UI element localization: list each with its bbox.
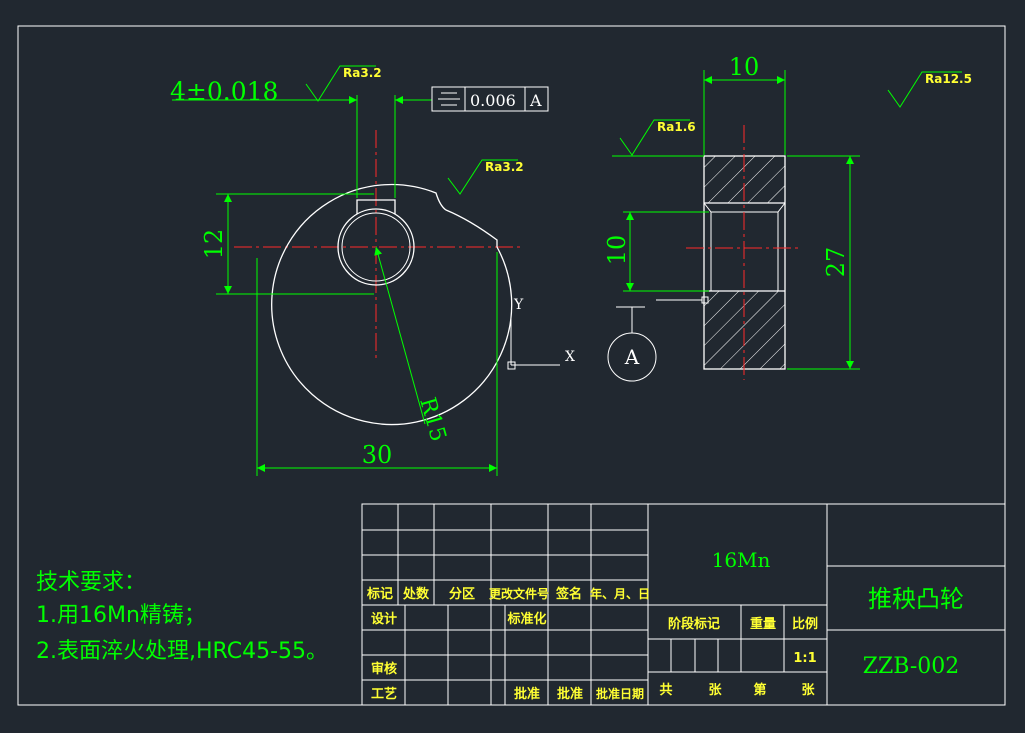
- tb-sheet-unit-2: 张: [801, 683, 815, 698]
- bore-inner-circle: [341, 212, 411, 282]
- bore-dim-text: 10: [603, 235, 631, 266]
- thickness-dim-text: 10: [729, 53, 760, 81]
- symmetry-icon: [438, 92, 460, 106]
- datum-label: A: [624, 345, 640, 369]
- ucs-icon: Y X: [507, 297, 575, 370]
- tb-approve-2: 批准: [557, 686, 583, 702]
- ra-general-symbol: [887, 71, 962, 108]
- ra-side-text: Ra3.2: [485, 160, 524, 174]
- tech-item-2: 2.表面淬火处理,HRC45-55。: [36, 639, 328, 664]
- ra-left-symbol: [619, 119, 690, 156]
- ra-side-symbol: [447, 159, 518, 195]
- tb-scale-value: 1:1: [793, 651, 816, 666]
- tech-heading: 技术要求：: [36, 570, 146, 595]
- tb-sheet-unit-1: 张: [708, 683, 722, 698]
- tb-part-name: 推秧凸轮: [868, 585, 964, 613]
- keyway: [356, 199, 396, 214]
- tb-process: 工艺: [371, 686, 397, 702]
- tb-weight: 重量: [750, 616, 776, 632]
- tb-material: 16Mn: [712, 548, 771, 572]
- tb-header-3: 分区: [449, 586, 475, 602]
- tb-review: 审核: [371, 661, 397, 677]
- tb-approve-1: 批准: [514, 686, 540, 702]
- tolerance-datum: A: [529, 91, 542, 110]
- outer-dim-text: 27: [822, 247, 850, 278]
- tech-requirements: 技术要求： 1.用16Mn精铸； 2.表面淬火处理,HRC45-55。: [36, 570, 328, 664]
- front-view: 4±0.018 Ra3.2 0.006 A Ra3.2 12 30 R: [170, 65, 549, 476]
- cam-outline: [271, 183, 513, 426]
- tech-item-1: 1.用16Mn精铸；: [36, 603, 206, 628]
- tb-approve-date: 批准日期: [596, 686, 644, 701]
- tb-header-1: 标记: [366, 586, 393, 602]
- ucs-y-label: Y: [513, 297, 524, 313]
- side-view: 10 10 27 Ra1.6 Ra12.5 A: [603, 53, 972, 382]
- ra-general-text: Ra12.5: [925, 72, 972, 86]
- tb-header-6: 年、月、日: [590, 586, 650, 601]
- tb-stage-mark: 阶段标记: [668, 616, 720, 632]
- tolerance-frame: [431, 86, 549, 112]
- radius-dim-text: R15: [414, 395, 450, 445]
- ra-top-symbol: [305, 65, 376, 102]
- tb-header-2: 处数: [402, 586, 430, 602]
- ra-left-text: Ra1.6: [657, 120, 696, 134]
- ra-top-text: Ra3.2: [343, 66, 382, 80]
- width-dim-text: 30: [362, 441, 393, 469]
- height-dim-text: 12: [200, 229, 228, 260]
- bore-outer-circle: [337, 208, 415, 286]
- tb-header-5: 签名: [555, 586, 582, 602]
- tb-drawing-no: ZZB-002: [863, 654, 960, 679]
- tb-standard: 标准化: [506, 611, 546, 627]
- title-block: 标记 处数 分区 更改文件号 签名 年、月、日 设计 标准化 审核 工艺 批准 …: [361, 503, 1006, 706]
- tb-design: 设计: [371, 611, 397, 627]
- tb-header-4: 更改文件号: [489, 586, 549, 601]
- tb-sheet-no: 第: [753, 682, 766, 698]
- tb-scale-label: 比例: [792, 616, 818, 632]
- ucs-x-label: X: [565, 349, 575, 365]
- keyway-dim-text: 4±0.018: [170, 77, 278, 106]
- datum-circle: [607, 332, 657, 382]
- tolerance-value: 0.006: [470, 91, 516, 110]
- tb-sheet-total: 共: [659, 682, 672, 698]
- radius-leader: [374, 246, 426, 425]
